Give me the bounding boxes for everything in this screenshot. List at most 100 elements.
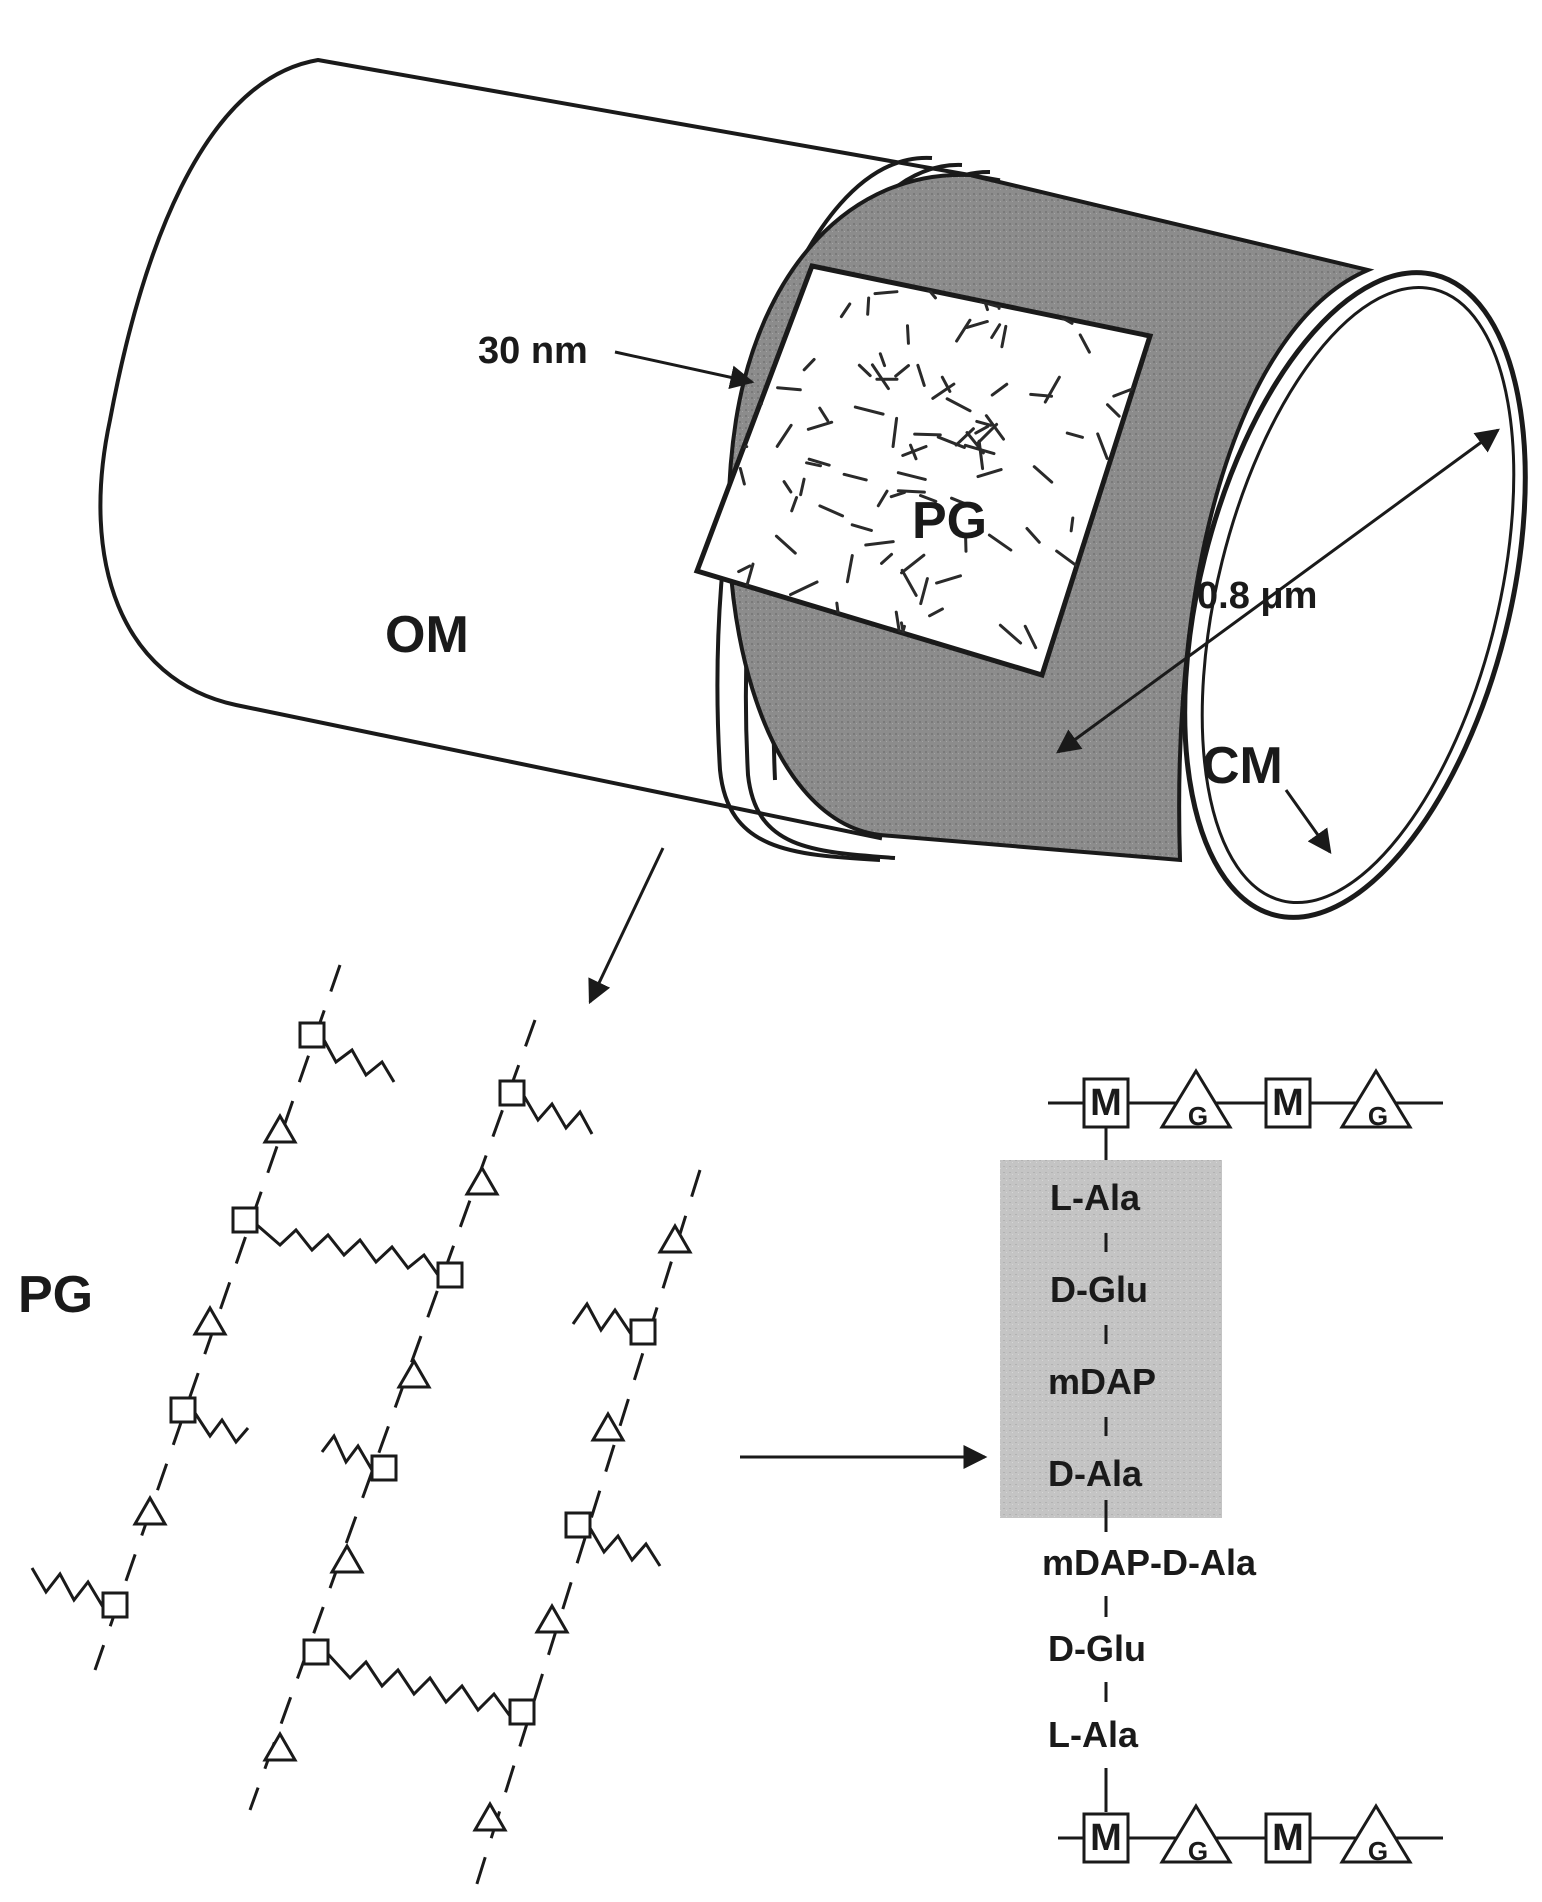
strand-fragment [909,443,918,461]
stem-d-glu: D-Glu [1050,1269,1148,1310]
strand-fragment [1060,315,1074,325]
strand-fragment [1112,386,1138,398]
cm-arrow [1284,789,1332,854]
peptide-crosslink-icon [30,1567,105,1608]
muramic-sugar-box [1082,1812,1130,1864]
strand-fragment [1000,324,1008,349]
muramic-unit-icon [436,1261,464,1289]
strand-fragment [936,435,966,449]
strand-fragment [990,323,1002,340]
muramic-sugar-label: M [1090,1817,1122,1859]
strand-fragment [984,414,1006,441]
strand-fragment [987,533,1013,552]
peptide-crosslink-icon [320,1433,374,1471]
glucosamine-sugar-label: G [1368,1101,1388,1131]
label-diameter: 0.8 μm [1197,575,1317,617]
stem-peptide-highlight [1000,1160,1222,1518]
muramic-sugar-box [1264,1812,1312,1864]
glucosamine-unit-icon [472,1800,508,1832]
strand-fragment [866,296,871,316]
strand-fragment [955,318,972,343]
strand-fragment [850,523,873,532]
strand-fragment [782,480,793,494]
peptide-crosslink-icon [326,1652,512,1717]
strand-fragment [889,490,906,499]
glucosamine-unit-icon [262,1112,298,1144]
thickness-arrow [614,350,755,390]
strand-fragment [950,496,971,507]
strand-fragment [1032,465,1054,484]
strand-fragment [900,568,918,597]
glucosamine-sugar-triangle [1159,1803,1233,1864]
strand-fragment [864,540,895,547]
cell-envelope-cylinder [98,57,1528,920]
strand-fragment [905,324,910,345]
muramic-unit-icon [508,1698,536,1726]
peptide-crosslink-icon [571,1301,633,1335]
muramic-unit-icon [370,1454,398,1482]
muramic-sugar-label: M [1272,1082,1304,1124]
strand-fragment [900,553,926,575]
muramic-unit-icon [298,1021,326,1049]
strand-fragment [775,423,793,448]
glycan-chain-segment [248,1019,537,1811]
glucosamine-unit-icon [329,1542,365,1574]
strand-fragment [990,382,1009,397]
peptide-crosslink-icon [256,1223,440,1276]
strand-fragment [1043,375,1061,404]
stem-d-ala: D-Ala [1048,1453,1143,1494]
glucosamine-unit-icon [534,1602,570,1634]
strand-fragment [880,552,894,565]
strand-fragment [876,489,889,508]
muramic-unit-icon [564,1511,592,1539]
muramic-unit-icon [231,1206,259,1234]
label-pg-mesh: PG [18,1266,93,1324]
strand-fragment [873,290,899,296]
strand-fragment [802,357,816,372]
strand-fragment [896,489,926,494]
strand-fragment [976,468,1003,479]
strand-fragment [998,623,1023,645]
glucosamine-sugar-triangle [1339,1803,1413,1864]
strand-fragment [799,477,806,497]
glucosamine-unit-icon [262,1730,298,1762]
muramic-sugar-box [1264,1077,1312,1129]
label-pg-cylinder: PG [912,492,987,550]
strand-fragment [1069,516,1075,533]
strand-fragment [928,607,944,618]
strand-fragment [894,610,901,634]
strand-fragment [878,352,887,368]
strand-fragment [853,405,885,416]
muramic-unit-icon [169,1396,197,1424]
glycan-chain-segment [93,964,342,1671]
strand-fragment [1106,403,1121,418]
strand-fragment [894,364,911,378]
strand-fragment [975,419,993,427]
peptidoglycan-mesh [30,964,702,1891]
muramic-unit-icon [629,1318,657,1346]
strand-fragment [1078,333,1091,354]
strand-fragment [790,496,799,513]
strand-fragment [979,300,1000,309]
strand-fragment [845,554,854,584]
strand-fragment [913,432,942,437]
glucosamine-unit-icon [657,1222,693,1254]
peptide-crosslink-icon [588,1527,662,1567]
strand-fragment [935,574,962,585]
strand-fragment [918,494,938,503]
strand-fragment [974,424,990,435]
label-cytoplasmic-membrane: CM [1202,737,1283,795]
strand-fragment [807,457,831,467]
strand-fragment [931,382,956,400]
strand-fragment [919,577,929,606]
peptide-crosslink-icon [522,1095,594,1135]
crosslink-mdap-d-ala: mDAP-D-Ala [1042,1542,1257,1583]
glycan-chain-segment [473,1169,702,1891]
muramic-unit-icon [498,1079,526,1107]
strand-fragment [1025,526,1041,544]
strand-fragment [738,466,746,486]
